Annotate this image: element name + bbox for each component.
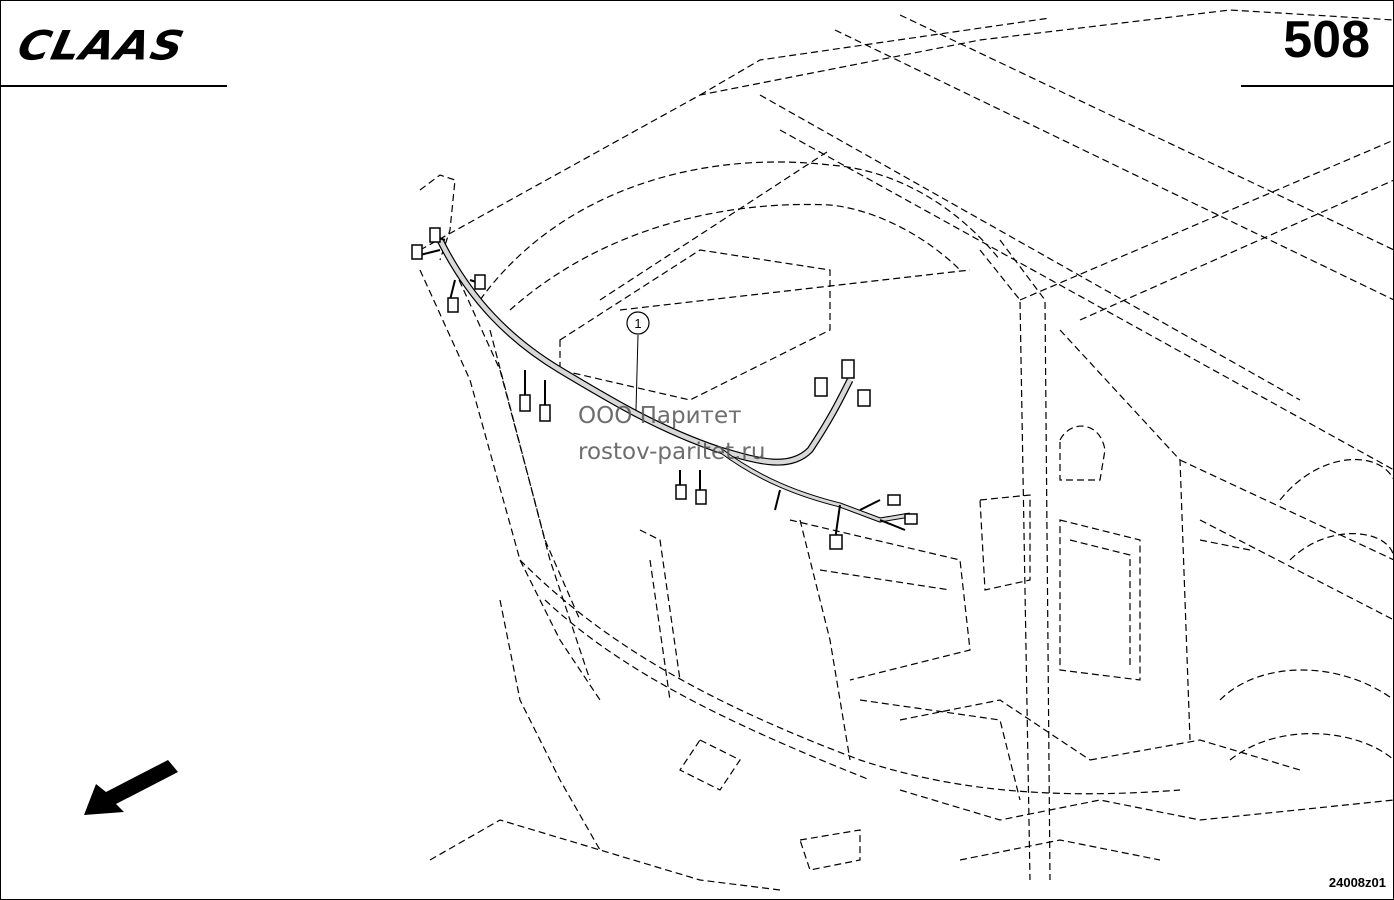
callout-label: 1 (634, 316, 641, 331)
watermark-company: ООО Паритет (578, 403, 742, 429)
wiring-harness (419, 234, 911, 541)
claas-logo: CLAAS (13, 22, 234, 70)
harness-connectors (411, 227, 918, 550)
page-number-underline (1241, 85, 1394, 87)
logo-underline (0, 85, 227, 87)
watermark: ООО Паритет rostov-paritet.ru (578, 398, 765, 470)
logo-text: CLAAS (13, 22, 189, 70)
drawing-code: 24008z01 (1328, 875, 1386, 890)
page-number: 508 (1283, 11, 1370, 69)
cab-frame-outline (419, 9, 1394, 891)
callout-1: 1 (626, 311, 650, 411)
arrow-down-left-icon (84, 760, 178, 815)
watermark-url: rostov-paritet.ru (578, 439, 766, 465)
